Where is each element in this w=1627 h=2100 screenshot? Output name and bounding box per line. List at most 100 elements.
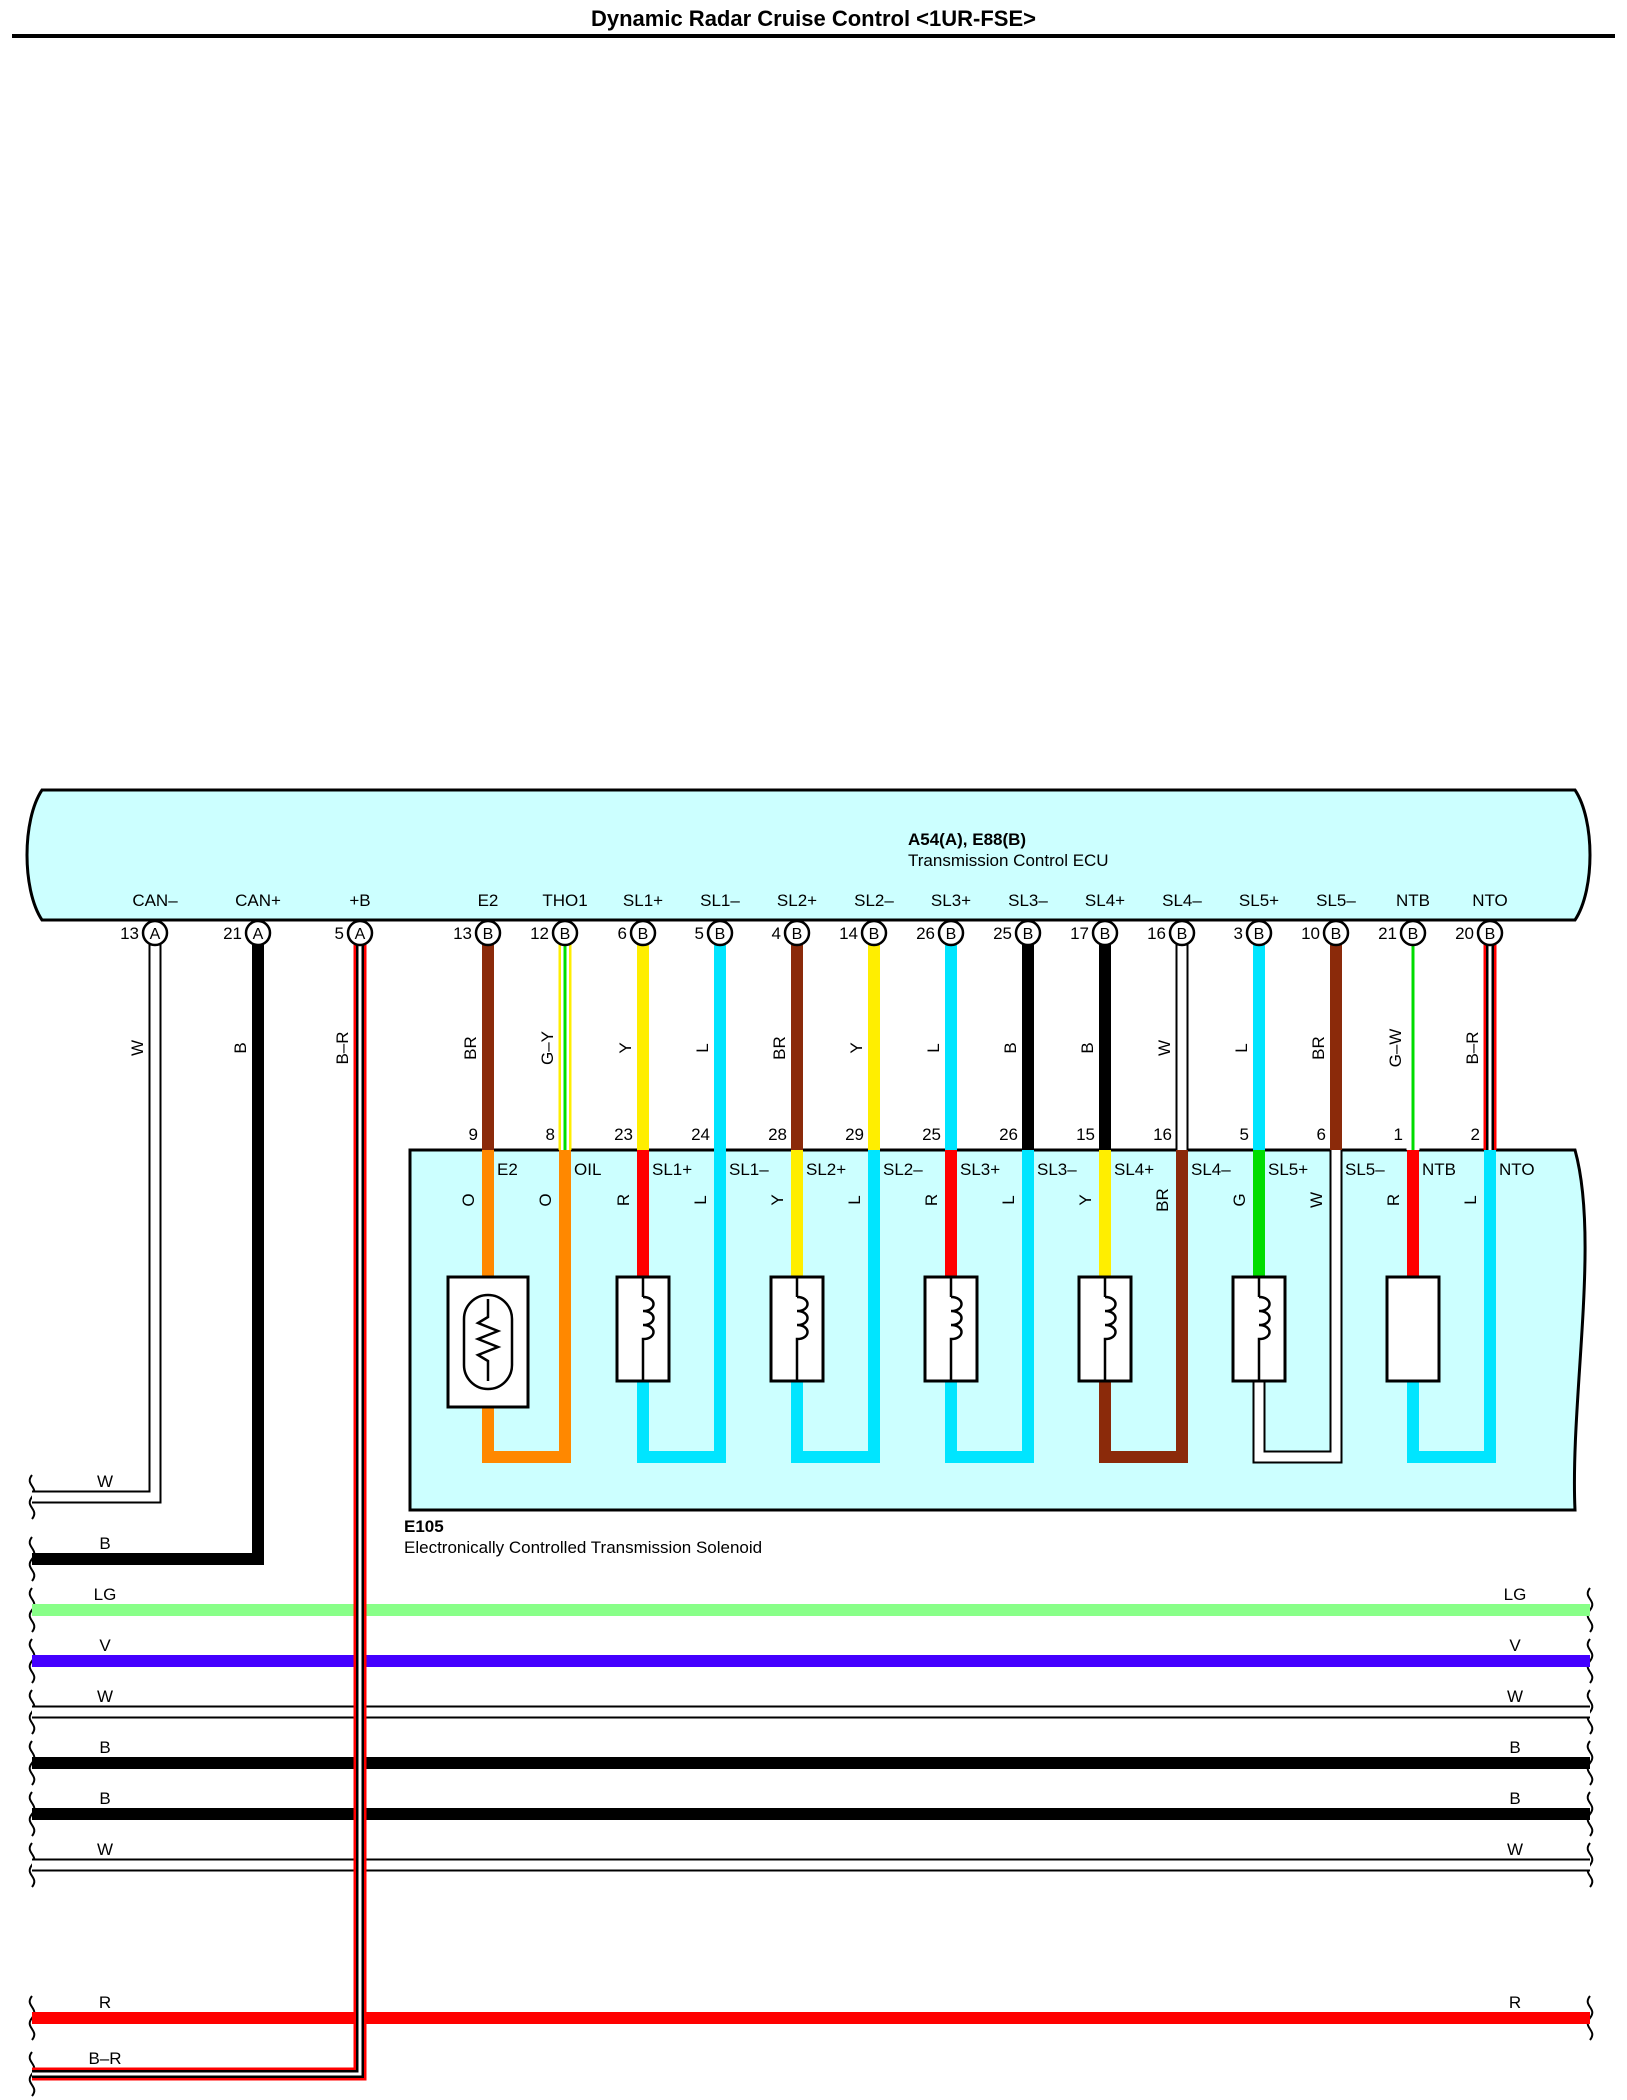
coil-icon xyxy=(1103,1295,1117,1381)
circuit-minus-3 xyxy=(945,1150,1034,1463)
ecu-wire-code: Y xyxy=(847,1042,866,1053)
bus-label-right: R xyxy=(1509,1993,1521,2012)
circuit-minus-4 xyxy=(1099,1150,1188,1463)
ecu-wire-code: Y xyxy=(616,1042,635,1053)
circuit-minus-1 xyxy=(637,1150,726,1463)
solenoid-pin-label: SL4+ xyxy=(1114,1160,1154,1179)
ecu-wire-code: L xyxy=(1232,1043,1251,1052)
solenoid-pin-label: OIL xyxy=(574,1160,601,1179)
ecu-pin-number: 4 xyxy=(772,924,781,943)
solenoid-pin-number: 1 xyxy=(1394,1125,1403,1144)
circuit-minus-6 xyxy=(1407,1150,1496,1463)
coil-icon xyxy=(949,1295,963,1381)
ecu-name: Transmission Control ECU xyxy=(908,851,1109,870)
ecu-pin-label: SL4– xyxy=(1162,891,1202,910)
ecu-box xyxy=(25,788,1592,922)
bus-label-left: B xyxy=(99,1789,110,1808)
bus-label-left: B xyxy=(99,1534,110,1553)
ecu-pin-number: 20 xyxy=(1455,924,1474,943)
connector-pin-circle xyxy=(1014,919,1042,947)
solenoid-pin-number: 28 xyxy=(768,1125,787,1144)
ecu-pin-label: NTB xyxy=(1396,891,1430,910)
connector-pin-circle xyxy=(629,919,657,947)
ecu-pin-label: SL1+ xyxy=(623,891,663,910)
solenoid-pin-label: E2 xyxy=(497,1160,518,1179)
solenoid-pin-number: 25 xyxy=(922,1125,941,1144)
solenoid-name: Electronically Controlled Transmission S… xyxy=(404,1538,762,1557)
solenoid-pin-number: 26 xyxy=(999,1125,1018,1144)
solenoid-pin-label: SL1+ xyxy=(652,1160,692,1179)
circuit-minus-2 xyxy=(791,1150,880,1463)
ecu-wire-code: L xyxy=(924,1043,943,1052)
bus-label-right: B xyxy=(1509,1738,1520,1757)
solenoid-pin-label: SL3– xyxy=(1037,1160,1077,1179)
solenoid-wire-code: O xyxy=(459,1193,478,1206)
connector-pin-circle xyxy=(141,919,169,947)
coil-icon xyxy=(641,1295,655,1381)
ecu-wire-code: W xyxy=(128,1040,147,1056)
ecu-pin-label: SL5+ xyxy=(1239,891,1279,910)
bus-label-right: W xyxy=(1507,1840,1523,1859)
ecu-pin-label: NTO xyxy=(1472,891,1508,910)
connector-pin-circle xyxy=(860,919,888,947)
coil-icon xyxy=(795,1295,809,1381)
ecu-pin-number: 6 xyxy=(618,924,627,943)
solenoid-pin-label: NTO xyxy=(1499,1160,1535,1179)
ecu-pin-number: 12 xyxy=(530,924,549,943)
ecu-pin-number: 21 xyxy=(223,924,242,943)
ecu-pin-label: CAN– xyxy=(132,891,178,910)
ecu-pin-number: 26 xyxy=(916,924,935,943)
bus-label-left: W xyxy=(97,1472,113,1491)
ecu-wire-code: B xyxy=(1078,1042,1097,1053)
solenoid-pin-number: 24 xyxy=(691,1125,710,1144)
ecu-pin-label: SL4+ xyxy=(1085,891,1125,910)
ecu-pin-number: 13 xyxy=(120,924,139,943)
ecu-wire-code: BR xyxy=(1309,1036,1328,1060)
ecu-pin-label: SL5– xyxy=(1316,891,1356,910)
ecu-pin-label: SL2+ xyxy=(777,891,817,910)
connector-pin-circle xyxy=(346,919,374,947)
connector-pin-circle xyxy=(783,919,811,947)
solenoid-wire-code: L xyxy=(691,1195,710,1204)
solenoid-pin-label: SL2– xyxy=(883,1160,923,1179)
solenoid-wire-code: L xyxy=(1461,1195,1480,1204)
resistor-zigzag-icon xyxy=(474,1299,502,1381)
connector-letter: B xyxy=(1408,926,1419,943)
connector-pin-circle xyxy=(551,919,579,947)
wire-can-minus xyxy=(32,935,162,1504)
solenoid-wire-code: BR xyxy=(1153,1188,1172,1212)
solenoid-wire-code: Y xyxy=(1076,1194,1095,1205)
connector-letter: B xyxy=(946,926,957,943)
connector-letter: B xyxy=(1100,926,1111,943)
connector-pin-circle xyxy=(706,919,734,947)
solenoid-wire-code: R xyxy=(1384,1194,1403,1206)
ecu-wire-code: G–Y xyxy=(538,1031,557,1065)
ecu-pin-label: +B xyxy=(349,891,370,910)
connector-letter: B xyxy=(638,926,649,943)
ecu-pin-number: 14 xyxy=(839,924,858,943)
ecu-pin-label: SL3– xyxy=(1008,891,1048,910)
connector-letter: A xyxy=(355,926,366,943)
bus-label-left: B–R xyxy=(88,2049,121,2068)
ecu-pin-label: SL3+ xyxy=(931,891,971,910)
bus-label-right: LG xyxy=(1504,1585,1527,1604)
connector-letter: A xyxy=(150,926,161,943)
connector-letter: B xyxy=(1023,926,1034,943)
connector-letter: A xyxy=(253,926,264,943)
connector-letter: B xyxy=(792,926,803,943)
circuit-minus-5 xyxy=(1252,1150,1343,1464)
bus-label-left: W xyxy=(97,1840,113,1859)
solenoid-pin-number: 15 xyxy=(1076,1125,1095,1144)
bus-label-right: V xyxy=(1509,1636,1521,1655)
bus-label-left: LG xyxy=(94,1585,117,1604)
ecu-pin-number: 5 xyxy=(335,924,344,943)
bus-label-right: W xyxy=(1507,1687,1523,1706)
connector-pin-circle xyxy=(1322,919,1350,947)
solenoid-pin-label: SL3+ xyxy=(960,1160,1000,1179)
solenoid-wire-code: G xyxy=(1230,1193,1249,1206)
solenoid-pin-label: SL1– xyxy=(729,1160,769,1179)
connector-letter: B xyxy=(715,926,726,943)
connector-letter: B xyxy=(1177,926,1188,943)
solenoid-pin-label: SL5– xyxy=(1345,1160,1385,1179)
